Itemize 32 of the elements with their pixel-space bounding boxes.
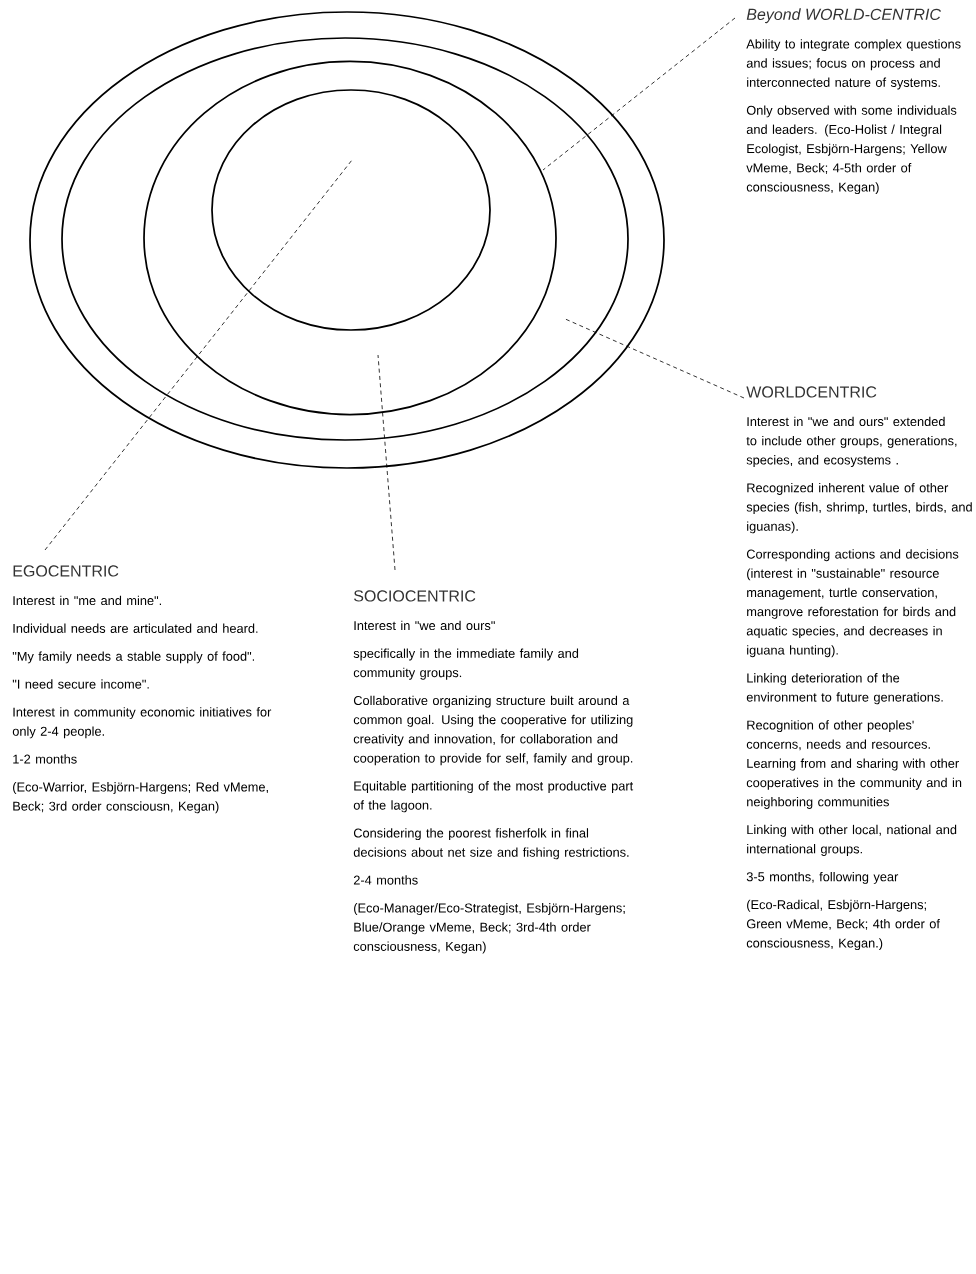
description-text: 1-2 months [13,754,77,764]
description-text: "I need secure income". [12,679,149,689]
level-heading: SOCIOCENTRIC [354,590,476,602]
description-text: Corresponding actions and decisions (interest in "sustainable" resource management, turtle conservation, mangrove reforestation for birds and aquatic species, and decreases in iguana hunting). [746,549,959,658]
description-text: Equitable partitioning of the most productive part of the lagoon. [353,781,634,813]
description-text: Considering the poorest fisherfolk in final decisions about net size and fishing restrictions. [353,828,629,860]
ring-ellipse [211,89,491,331]
leader-line [377,354,396,571]
description-text: Ability to integrate complex questions and issues; focus on process and interconnected nature of systems. [746,39,961,90]
description-text: Linking deterioration of the environment to future generations. [746,673,943,705]
leader-line [44,159,353,551]
level-heading: Beyond WORLD-CENTRIC [746,8,942,24]
description-text: "My family needs a stable supply of food". [12,651,255,664]
description-text: Interest in "we and ours" extended to include other groups, generations, species, and ecosystems . [746,416,957,468]
description-text: Linking with other local, national and international groups. [747,824,957,856]
description-text: (Eco-Radical, Esbjörn-Hargens; Green vMeme, Beck; 4th order of consciousness, Kegan.) [746,899,940,951]
description-text: (Eco-Manager/Eco-Strategist, Esbjörn-Hargens; Blue/Orange vMeme, Beck; 3rd-4th order consciousness, Kegan) [353,903,625,954]
description-text: Interest in "me and mine". [13,595,161,606]
description-text: Recognition of other peoples' concerns, needs and resources. Learning from and sharing with other cooperatives in the community and in neighboring communities [746,720,962,809]
description-text: 2-4 months [353,875,418,885]
level-heading: WORLDCENTRIC [746,386,877,398]
description-text: Recognized inherent value of other species (fish, shrimp, turtles, birds, and iguanas). [746,483,972,534]
description-text: Interest in "we and ours" [354,620,495,631]
level-heading: EGOCENTRIC [13,565,119,577]
description-text: Collaborative organizing structure built around a common goal. Using the cooperative for utilizing creativity and innovation, for collaboration and cooperation to provide for self, family and group. [353,695,633,766]
description-text: specifically in the immediate family and community groups. [353,648,579,680]
description-text: Individual needs are articulated and heard. [13,623,258,633]
leader-line [542,17,736,171]
description-text: Interest in community economic initiatives for only 2-4 people. [12,707,272,739]
description-text: 3-5 months, following year [746,871,899,884]
description-text: Only observed with some individuals and leaders. (Eco-Holist / Integral Ecologist, Esbjörn-Hargens; Yellow vMeme, Beck; 4-5th order of consciousness, Kegan) [746,105,957,195]
description-text: (Eco-Warrior, Esbjörn-Hargens; Red vMeme, Beck; 3rd order consciousn, Kegan) [13,782,268,814]
